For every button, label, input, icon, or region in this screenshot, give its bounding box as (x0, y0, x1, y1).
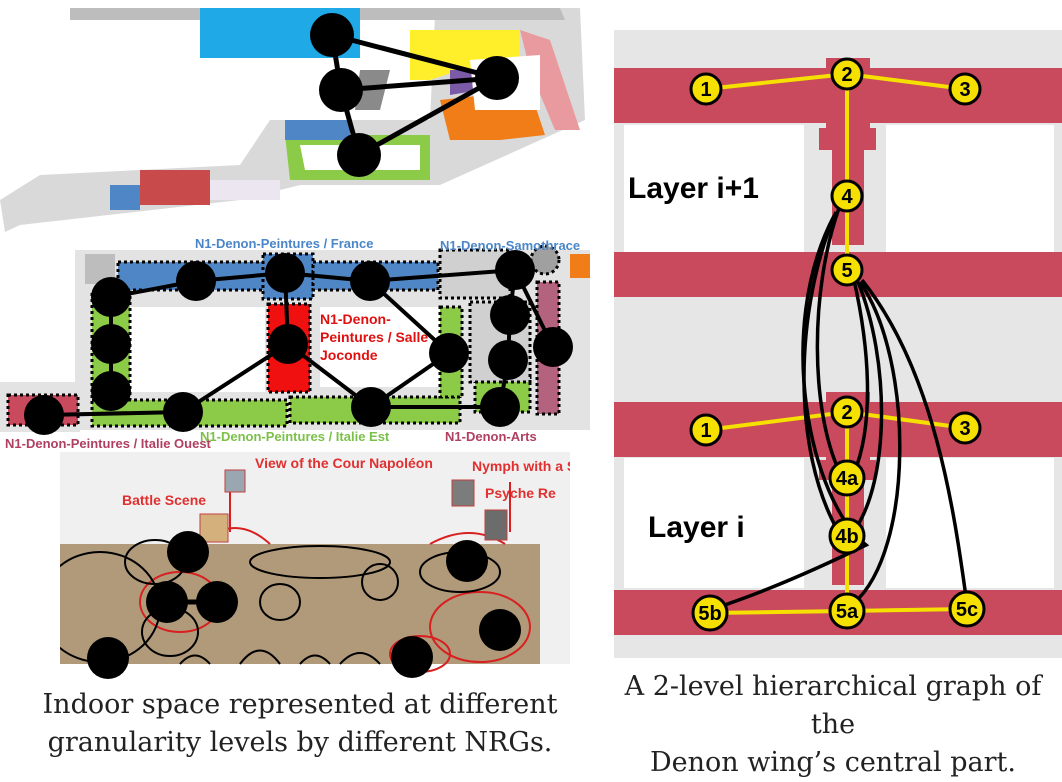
upper-node-label-2: 2 (841, 64, 852, 86)
lower-node-label-5b: 5b (698, 603, 721, 625)
graph-node (446, 540, 488, 582)
graph-node (475, 56, 519, 100)
label-italie-ouest: N1-Denon-Peintures / Italie Ouest (5, 436, 212, 451)
label-arts: N1-Denon-Arts (445, 429, 537, 444)
graph-node (429, 333, 469, 373)
room-blue (285, 120, 350, 140)
graph-node (167, 531, 209, 573)
label-italie-est: N1-Denon-Peintures / Italie Est (200, 429, 390, 444)
lower-node-2 (830, 395, 864, 429)
lower-node-5b (691, 594, 729, 632)
graph-node (310, 13, 354, 57)
graph-node (391, 636, 433, 678)
upper-node-4 (830, 179, 864, 213)
graph-node (351, 387, 391, 427)
right-caption-line-2: Denon wing’s central part. (650, 747, 1016, 778)
lower-node-label-1: 1 (700, 420, 711, 442)
upper-node-5 (830, 253, 864, 287)
upper-node-label-4: 4 (841, 186, 853, 208)
graph-node (350, 261, 390, 301)
graph-node (265, 253, 305, 293)
graph-node (163, 392, 203, 432)
room-pink (520, 30, 580, 130)
bottom-artwork-map: View of the Cour Napoléon Battle Scene N… (60, 452, 570, 680)
lower-node-label-2: 2 (841, 402, 852, 424)
left-caption: Indoor space represented at different gr… (20, 686, 580, 762)
graph-node (533, 327, 573, 367)
graph-node (337, 133, 381, 177)
lower-node-1 (689, 413, 723, 447)
label-samothrace: N1-Denon-Samothrace (440, 238, 580, 253)
right-caption: A 2-level hierarchical graph of the Deno… (604, 668, 1062, 782)
label-battle: Battle Scene (122, 492, 206, 508)
lower-node-3 (948, 411, 982, 445)
upper-node-2 (830, 57, 864, 91)
graph-node (146, 581, 188, 623)
graph-node (24, 395, 64, 435)
lower-node-label-5c: 5c (956, 599, 978, 621)
label-psyche: Psyche Re (485, 485, 556, 501)
graph-node (319, 68, 363, 112)
graph-node (91, 277, 131, 317)
upper-node-label-1: 1 (700, 79, 711, 101)
layer-lower-title: Layer i (648, 511, 745, 544)
graph-node (488, 340, 528, 380)
upper-node-1 (689, 72, 723, 106)
right-caption-line-1: A 2-level hierarchical graph of the (624, 671, 1042, 740)
graph-node (87, 637, 129, 679)
layer-upper-title: Layer i+1 (628, 172, 759, 205)
label-joconde-2: Peintures / Salle (320, 329, 428, 345)
graph-node (91, 324, 131, 364)
graph-node (480, 387, 520, 427)
lower-node-label-4b: 4b (835, 526, 858, 548)
lower-node-4b (828, 517, 866, 555)
top-floor-map (0, 8, 585, 232)
label-joconde-3: Joconde (320, 347, 378, 363)
lower-node-5a (828, 592, 866, 630)
lower-node-4a (828, 459, 866, 497)
graph-node (479, 609, 521, 651)
label-nymph: Nymph with a Sc (472, 458, 570, 474)
graph-node (268, 324, 308, 364)
graph-node (490, 295, 530, 335)
lower-node-5c (948, 590, 986, 628)
lower-node-label-4a: 4a (836, 468, 859, 490)
upper-node-label-5: 5 (841, 260, 852, 282)
left-caption-line-1: Indoor space represented at different (42, 689, 558, 720)
upper-node-3 (948, 72, 982, 106)
graph-node (196, 581, 238, 623)
label-france: N1-Denon-Peintures / France (195, 236, 373, 251)
graph-node (176, 261, 216, 301)
upper-node-label-3: 3 (959, 79, 970, 101)
lower-node-label-5a: 5a (836, 601, 859, 623)
graph-node (495, 250, 535, 290)
graph-node (91, 371, 131, 411)
hierarchical-graph: Layer i+1 Layer i 1 2 3 4 5 1 2 3 4a 4b 5a 5b 5c (614, 30, 1062, 658)
label-joconde-1: N1-Denon- (320, 311, 391, 327)
middle-floor-plan: N1-Denon-Peintures / France N1-Denon-Sam… (0, 236, 590, 451)
left-caption-line-2: granularity levels by different NRGs. (47, 727, 553, 758)
room-red (140, 170, 210, 205)
lower-node-label-3: 3 (959, 418, 970, 440)
label-cour: View of the Cour Napoléon (255, 455, 433, 471)
